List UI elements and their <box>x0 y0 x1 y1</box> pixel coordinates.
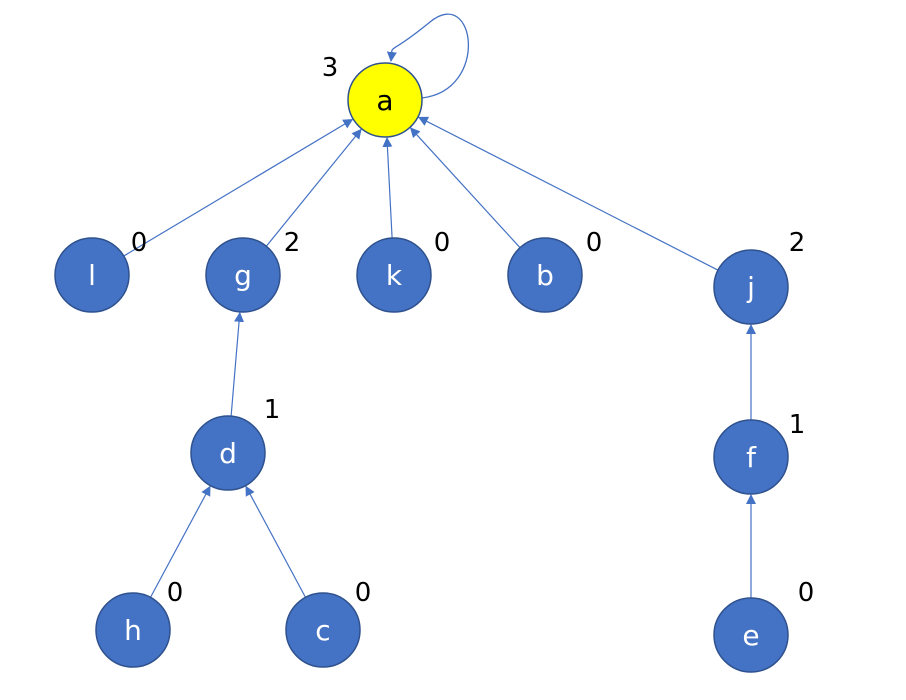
node-g-rank: 2 <box>284 228 301 258</box>
node-l: l <box>54 237 130 313</box>
node-j-rank: 2 <box>789 228 806 258</box>
edge-d-to-g <box>230 311 245 417</box>
node-a-rank: 3 <box>322 53 339 83</box>
node-j-label: j <box>746 271 755 304</box>
node-e: e <box>713 597 789 673</box>
node-f: f <box>713 419 789 495</box>
edge-k-to-a <box>382 136 393 239</box>
node-b: b <box>507 237 583 313</box>
edge-g-to-a <box>265 128 362 247</box>
edge-b-to-a <box>409 127 521 249</box>
node-c-rank: 0 <box>355 578 372 608</box>
node-f-label: f <box>746 441 757 474</box>
node-d-rank: 1 <box>264 395 281 425</box>
node-g: g <box>205 237 281 313</box>
node-a: a <box>347 62 423 138</box>
node-l-rank: 0 <box>131 228 148 258</box>
node-f-rank: 1 <box>789 410 806 440</box>
node-h-rank: 0 <box>167 578 184 608</box>
node-c-circle <box>285 592 361 668</box>
node-b-rank: 0 <box>586 228 603 258</box>
node-b-label: b <box>536 259 554 292</box>
node-a-label: a <box>376 84 393 117</box>
edge-a-to-a <box>386 13 470 99</box>
node-f-circle <box>713 419 789 495</box>
node-h-label: h <box>124 614 142 647</box>
node-e-circle <box>713 597 789 673</box>
node-e-rank: 0 <box>798 578 815 608</box>
node-a-circle <box>347 62 423 138</box>
node-h: h <box>95 592 171 668</box>
nodes: a l g k b j d f h c e <box>54 62 789 673</box>
node-l-circle <box>54 237 130 313</box>
node-g-circle <box>205 237 281 313</box>
node-k: k <box>356 237 432 313</box>
node-b-circle <box>507 237 583 313</box>
node-k-rank: 0 <box>434 228 451 258</box>
node-h-circle <box>95 592 171 668</box>
node-d-label: d <box>219 437 237 470</box>
node-j: j <box>713 249 789 325</box>
node-k-label: k <box>386 259 403 292</box>
node-c: c <box>285 592 361 668</box>
edge-h-to-d <box>149 485 211 598</box>
node-l-label: l <box>88 259 96 292</box>
node-d: d <box>190 415 266 491</box>
edge-l-to-a <box>123 118 354 257</box>
edge-c-to-d <box>245 485 307 598</box>
rank-labels: 3 0 2 0 0 2 1 1 0 0 0 <box>131 53 815 608</box>
node-g-label: g <box>234 259 252 292</box>
node-k-circle <box>356 237 432 313</box>
node-d-circle <box>190 415 266 491</box>
node-c-label: c <box>315 614 330 647</box>
edge-j-to-a <box>417 116 719 271</box>
node-e-label: e <box>742 619 759 652</box>
edges <box>123 13 756 598</box>
node-j-circle <box>713 249 789 325</box>
